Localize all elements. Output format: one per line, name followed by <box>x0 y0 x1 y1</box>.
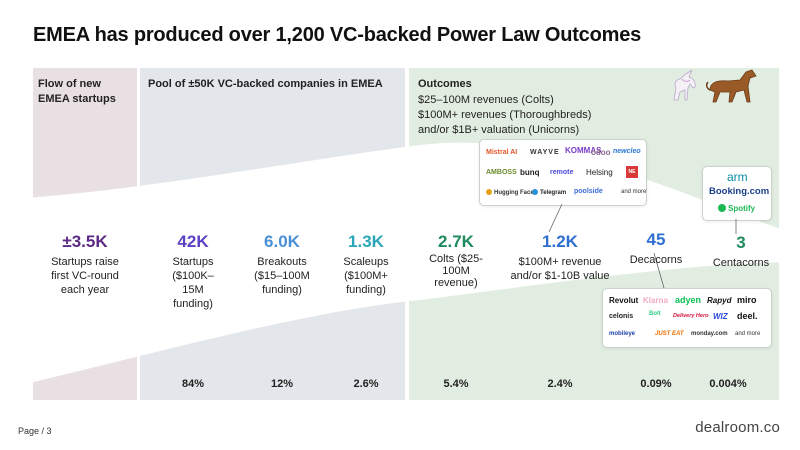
pct-breakouts: 12% <box>270 378 294 390</box>
pct-scaleups: 2.6% <box>353 378 379 390</box>
logo-just-eat: JUST EAT <box>655 331 684 337</box>
logo-poolside: poolside <box>574 188 603 195</box>
pct-unicorns: 2.4% <box>547 378 573 390</box>
stage-value: 1.2K <box>542 232 578 251</box>
outcomes-line-unicorns: and/or $1B+ valuation (Unicorns) <box>418 124 580 136</box>
stage-label: Decacorns <box>629 254 683 266</box>
logo-telegram: Telegram <box>532 189 566 196</box>
brand-logo: dealroom.co <box>695 419 780 436</box>
logo-revolut: Revolut <box>609 296 639 305</box>
stage-value: ±3.5K <box>62 232 108 251</box>
stage-scaleups: 1.3K Scaleups ($100M+ funding) <box>316 232 416 297</box>
stage-label: Scaleups ($100M+ funding) <box>343 256 389 296</box>
logo-odoo: odoo <box>591 148 611 157</box>
logo-arm: arm <box>727 170 748 184</box>
logo-kommas: KOMMAS <box>565 146 602 155</box>
logo-remote: remote <box>550 169 574 176</box>
logo-bolt: Bolt <box>649 311 661 317</box>
page-title: EMEA has produced over 1,200 VC-backed P… <box>33 24 642 46</box>
unicorn-icon <box>673 70 696 101</box>
pct-centacorns: 0.004% <box>709 378 747 390</box>
stage-value: 6.0K <box>264 232 300 251</box>
logo-bunq: bunq <box>520 168 540 177</box>
stage-label: Startups raise first VC-round each year <box>51 256 119 296</box>
decacorn-logos-box: Revolut Klarna adyen Rapyd miro celonis … <box>602 288 772 348</box>
telegram-icon <box>532 189 538 195</box>
logo-telegram-text: Telegram <box>540 190 567 196</box>
logo-and-more: and more <box>621 189 647 195</box>
logo-helsing: Helsing <box>586 168 613 177</box>
pool-header: Pool of ±50K VC-backed companies in EMEA <box>148 78 383 90</box>
stage-value: 45 <box>646 230 666 249</box>
stage-colts: 2.7K Colts ($25-100M revenue) <box>406 232 506 289</box>
logo-hugging-face-text: Hugging Face <box>494 190 534 196</box>
page-indicator: Page / 3 <box>18 426 52 436</box>
outcomes-line-thoroughbreds: $100M+ revenues (Thoroughbreds) <box>418 109 592 121</box>
logo-mobileye: mobileye <box>609 331 636 337</box>
unicorn-logos-box: Mistral AI WAYVE KOMMAS odoo newcleo AMB… <box>479 139 647 206</box>
logo-adyen: adyen <box>675 295 702 305</box>
logo-amboss: AMBOSS <box>486 169 517 176</box>
stage-label: Breakouts ($15–100M funding) <box>254 256 310 296</box>
logo-wayve: WAYVE <box>530 149 560 156</box>
stage-value: 3 <box>736 233 746 252</box>
logo-delivery-hero: Delivery Hero <box>673 313 709 319</box>
outcomes-line-colts: $25–100M revenues (Colts) <box>418 94 554 106</box>
spotify-icon <box>718 204 726 212</box>
stage-label: Startups ($100K–15M funding) <box>172 256 214 310</box>
logo-hugging-face: Hugging Face <box>486 189 534 196</box>
logo-rapyd: Rapyd <box>707 296 732 305</box>
centacorn-logos-box: arm Booking.com Spotify <box>702 166 772 221</box>
logo-deel: deel. <box>737 311 758 321</box>
stage-centacorns: 3 Centacorns <box>691 233 791 270</box>
outcomes-definitions: $25–100M revenues (Colts) $100M+ revenue… <box>418 93 591 138</box>
pct-startups: 84% <box>181 378 205 390</box>
stage-value: 2.7K <box>438 232 474 251</box>
logo-miro: miro <box>737 295 757 305</box>
stage-value: 42K <box>177 232 209 251</box>
stage-value: 1.3K <box>348 232 384 251</box>
logo-spotify: Spotify <box>718 204 755 213</box>
horse-icon <box>706 69 757 103</box>
logo-klarna: Klarna <box>643 296 668 305</box>
stage-startups: 42K Startups ($100K–15M funding) <box>143 232 243 311</box>
flow-header: Flow of new EMEA startups <box>38 78 116 105</box>
outcomes-header: Outcomes <box>418 78 472 90</box>
logo-newcleo: newcleo <box>613 148 641 155</box>
logo-booking: Booking.com <box>709 186 770 197</box>
stage-label: $100M+ revenue and/or $1-10B value <box>510 256 610 282</box>
stage-breakouts: 6.0K Breakouts ($15–100M funding) <box>232 232 332 297</box>
logo-celonis: celonis <box>609 313 634 320</box>
page-label: Page <box>18 426 40 436</box>
stage-decacorns: 45 Decacorns <box>606 230 706 267</box>
logo-wiz: WIZ <box>713 312 728 321</box>
page-number: / 3 <box>41 426 52 436</box>
stage-unicorns: 1.2K $100M+ revenue and/or $1-10B value <box>505 232 615 283</box>
pct-colts: 5.4% <box>443 378 469 390</box>
logo-spotify-text: Spotify <box>728 204 756 213</box>
logo-monday: monday.com <box>691 331 728 337</box>
pct-decacorns: 0.09% <box>640 378 672 390</box>
stage-label: Colts ($25-100M revenue) <box>429 253 483 289</box>
stage-new-startups: ±3.5K Startups raise first VC-round each… <box>35 232 135 297</box>
stage-label: Centacorns <box>712 257 770 269</box>
logo-ne: NE <box>626 166 638 178</box>
logo-mistral: Mistral AI <box>486 149 518 156</box>
logo-and-more-2: and more <box>735 331 761 337</box>
hugging-face-icon <box>486 189 492 195</box>
